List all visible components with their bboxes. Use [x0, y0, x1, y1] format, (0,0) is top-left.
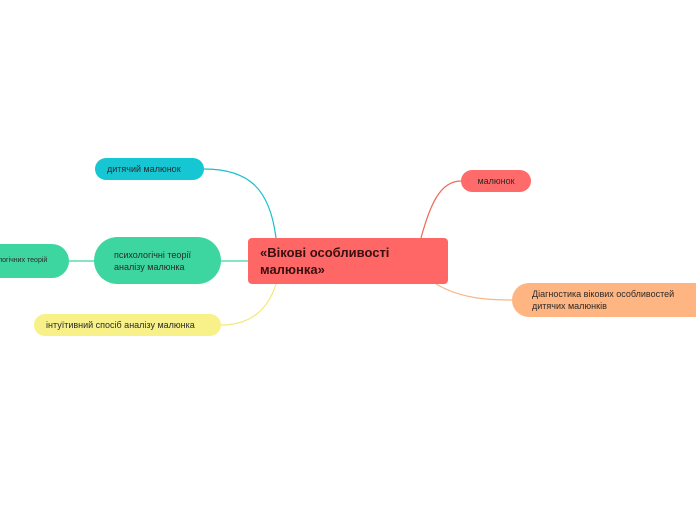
subtopic-logical-theories-label: логічних теорій — [0, 257, 48, 264]
link-diag — [435, 283, 513, 301]
topic-diagnostics-label: Діагностика вікових особливостей дитячих… — [532, 289, 675, 311]
central-topic[interactable]: «Вікові особливості малюнка» — [248, 238, 448, 284]
topic-childrens-drawing-label: дитячий малюнок — [107, 164, 181, 174]
central-topic-label: «Вікові особливості малюнка» — [260, 245, 390, 277]
subtopic-logical-theories[interactable]: логічних теорій — [0, 244, 69, 278]
topic-childrens-drawing[interactable]: дитячий малюнок — [95, 158, 204, 180]
topic-diagnostics[interactable]: Діагностика вікових особливостей дитячих… — [512, 283, 696, 317]
topic-intuitive-method-label: інтуїтивний спосіб аналізу малюнка — [46, 320, 195, 330]
topic-malyunok-label: малюнок — [477, 176, 515, 186]
topic-psychological-theories-label: психологічні теорії аналізу малюнка — [114, 249, 191, 272]
topic-intuitive-method[interactable]: інтуїтивний спосіб аналізу малюнка — [34, 314, 221, 336]
link-dytiachyi — [203, 168, 277, 239]
link-malyunok — [420, 180, 462, 239]
topic-psychological-theories[interactable]: психологічні теорії аналізу малюнка — [94, 237, 221, 284]
topic-malyunok[interactable]: малюнок — [461, 170, 531, 192]
link-intuit — [220, 283, 277, 326]
